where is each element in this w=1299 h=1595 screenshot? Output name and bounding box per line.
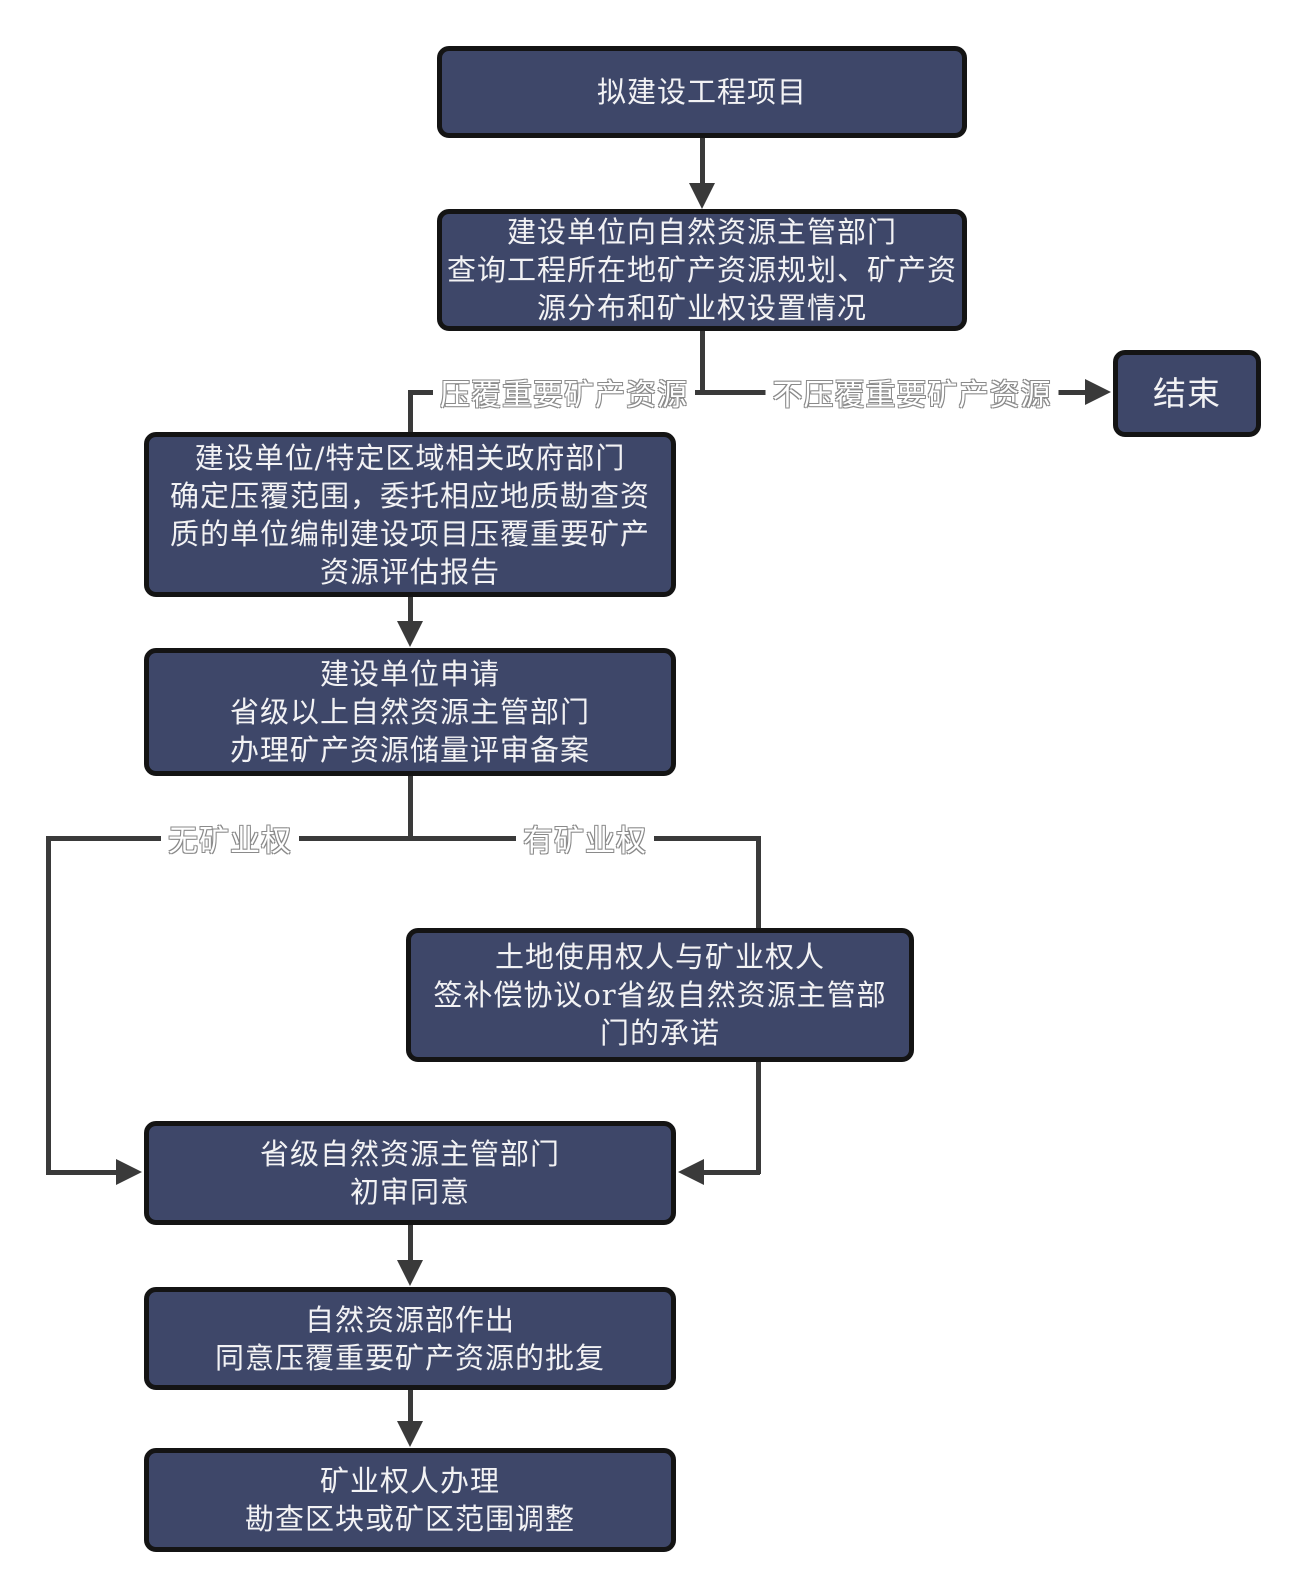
connector-box7-box8 <box>408 1390 413 1424</box>
connector-box1-box2 <box>700 138 705 188</box>
node-text-line: 建设单位申请 <box>319 657 500 691</box>
node-end: 结束 <box>1113 350 1261 437</box>
node-text-line: 资源评估报告 <box>319 554 500 589</box>
node-text-line: 自然资源部作出 <box>304 1302 515 1337</box>
arrowhead-down-icon <box>397 621 423 647</box>
connector-has-right-drop-lower <box>756 1062 761 1174</box>
node-text-line: 建设单位向自然资源主管部门 <box>506 215 897 249</box>
node-text-line: 省级以上自然资源主管部门 <box>229 695 590 729</box>
node-text-line: 矿业权人办理 <box>319 1464 500 1498</box>
node-query-mineral-info: 建设单位向自然资源主管部门 查询工程所在地矿产资源规划、矿产资 源分布和矿业权设… <box>437 209 967 331</box>
node-text-line: 省级自然资源主管部门 <box>259 1137 560 1171</box>
node-text-line: 质的单位编制建设项目压覆重要矿产 <box>169 516 650 551</box>
node-text-line: 建设单位/特定区域相关政府部门 <box>194 440 626 475</box>
connector-box3-box4 <box>408 597 413 625</box>
edge-label-no-mining-right: 无矿业权 <box>161 814 299 862</box>
connector-branch2-horizontal <box>46 836 760 841</box>
node-reserve-review-filing: 建设单位申请 省级以上自然资源主管部门 办理矿产资源储量评审备案 <box>144 648 676 776</box>
node-text-line: 土地使用权人与矿业权人 <box>494 940 825 974</box>
connector-branch1-left-drop <box>408 390 413 432</box>
edge-label-not-covers-important-minerals: 不压覆重要矿产资源 <box>765 368 1059 416</box>
node-provincial-preliminary-approval: 省级自然资源主管部门 初审同意 <box>144 1121 676 1225</box>
node-text-line: 同意压覆重要矿产资源的批复 <box>214 1340 605 1375</box>
node-text-line: 确定压覆范围，委托相应地质勘查资 <box>169 478 650 513</box>
node-text-line: 拟建设工程项目 <box>596 75 807 109</box>
node-text-line: 签补偿协议or省级自然资源主管部 <box>433 978 887 1012</box>
node-compensation-agreement: 土地使用权人与矿业权人 签补偿协议or省级自然资源主管部 门的承诺 <box>406 928 914 1062</box>
node-text-line: 门的承诺 <box>599 1016 720 1050</box>
node-text-line: 查询工程所在地矿产资源规划、矿产资 <box>446 253 957 287</box>
connector-has-right-approach <box>702 1170 760 1175</box>
arrowhead-down-icon <box>397 1421 423 1447</box>
node-prepare-evaluation-report: 建设单位/特定区域相关政府部门 确定压覆范围，委托相应地质勘查资 质的单位编制建… <box>144 432 676 597</box>
arrowhead-right-icon <box>1085 379 1111 405</box>
arrowhead-right-icon <box>116 1159 142 1185</box>
node-text-line: 办理矿产资源储量评审备案 <box>229 733 590 767</box>
node-text-line: 勘查区块或矿区范围调整 <box>244 1502 575 1536</box>
node-text-line: 源分布和矿业权设置情况 <box>536 291 867 325</box>
connector-box6-box7 <box>408 1225 413 1263</box>
edge-label-covers-important-minerals: 压覆重要矿产资源 <box>433 368 695 416</box>
arrowhead-down-icon <box>689 183 715 209</box>
connector-has-right-drop-upper <box>756 836 761 928</box>
arrowhead-left-icon <box>678 1159 704 1185</box>
edge-label-has-mining-right: 有矿业权 <box>516 814 654 862</box>
connector-no-right-approach <box>46 1170 120 1175</box>
node-text-line: 结束 <box>1153 373 1221 413</box>
node-text-line: 初审同意 <box>349 1175 470 1209</box>
connector-branch1-horizontal <box>408 390 1088 395</box>
node-mnr-approval-reply: 自然资源部作出 同意压覆重要矿产资源的批复 <box>144 1287 676 1390</box>
node-mining-area-adjustment: 矿业权人办理 勘查区块或矿区范围调整 <box>144 1448 676 1552</box>
connector-no-right-vertical <box>46 836 51 1174</box>
connector-box2-branch1 <box>700 331 705 394</box>
node-proposed-project: 拟建设工程项目 <box>437 46 967 138</box>
connector-box4-branch2 <box>408 776 413 840</box>
arrowhead-down-icon <box>397 1260 423 1286</box>
